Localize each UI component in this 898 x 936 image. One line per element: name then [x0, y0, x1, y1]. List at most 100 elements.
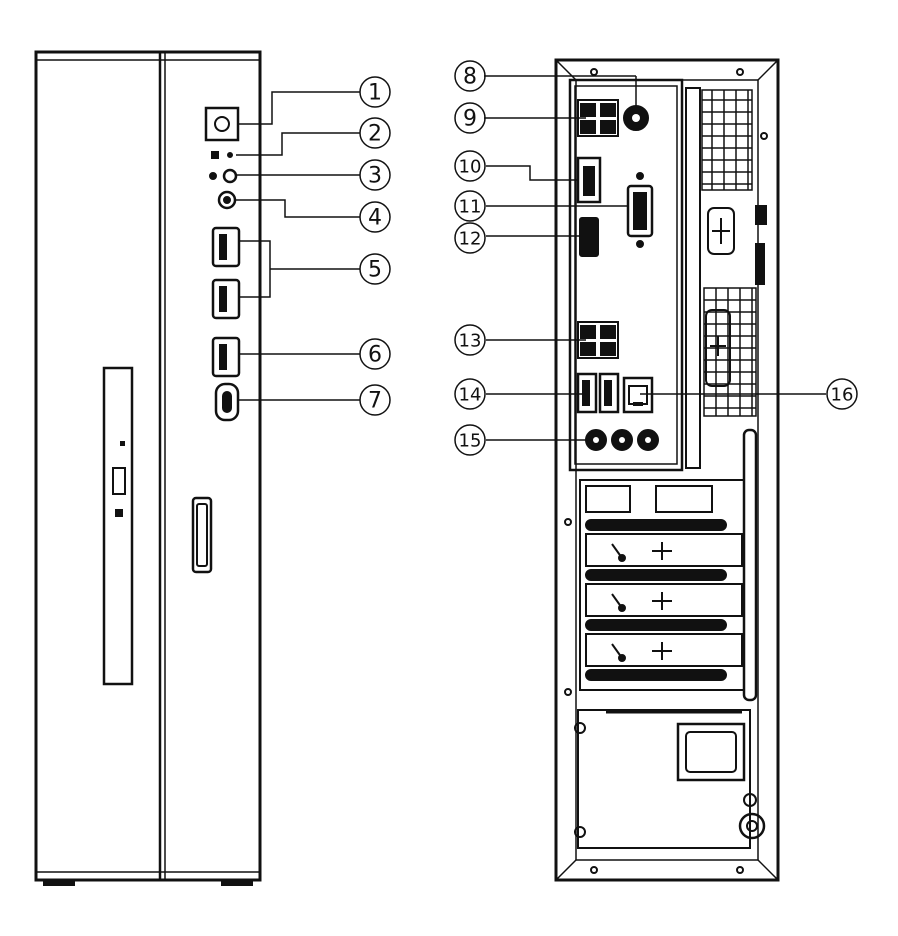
- rear-screw-side: [760, 132, 768, 140]
- expansion-slot-cover-2: [585, 583, 743, 617]
- rear-usb-mid-a: [580, 325, 596, 339]
- corner-bevel-br: [757, 859, 779, 881]
- microphone-jack-center: [223, 196, 231, 204]
- callout-10-label: 10: [459, 157, 482, 178]
- card-reader-slot-inner: [196, 503, 208, 567]
- rear-usb-top-c: [580, 120, 596, 134]
- rear-screw-left-2: [564, 688, 572, 696]
- callout-9-circle: [454, 102, 486, 134]
- callout-7-label: 7: [368, 389, 382, 414]
- io-shield: [568, 78, 684, 472]
- optical-drive-light: [120, 441, 125, 446]
- side-rail: [685, 87, 701, 469]
- rear-usb3-port-a-tongue: [582, 380, 590, 406]
- rear-usb-top-a: [580, 103, 596, 117]
- callout-12-label: 12: [459, 229, 482, 250]
- indicator-dot: [227, 152, 233, 158]
- audio-jack-1-hole: [593, 437, 599, 443]
- side-latch-bar: [742, 428, 758, 702]
- psu-screw-1: [574, 722, 586, 734]
- psu-fan-screw-center: [746, 820, 758, 832]
- callout-1-label: 1: [368, 81, 382, 106]
- headset-jack: [222, 168, 238, 184]
- audio-jack-3-hole: [645, 437, 651, 443]
- front-usb-port-3: [211, 336, 241, 378]
- front-usb-c-port-inner: [222, 391, 232, 413]
- ethernet-port-latch: [633, 402, 643, 406]
- front-chassis: [34, 50, 262, 882]
- callout-7-circle: [359, 384, 391, 416]
- lower-lock-slot: [705, 309, 731, 387]
- expansion-slot-cover-1: [585, 533, 743, 567]
- optical-drive-eject-hole: [115, 509, 123, 517]
- vga-connector: [626, 184, 654, 238]
- vga-connector-inner: [633, 192, 647, 230]
- rear-usb-top-b: [600, 103, 616, 117]
- callout-8-label: 8: [463, 65, 477, 90]
- psu-fan-screw: [738, 812, 766, 840]
- callout-10-circle: [454, 150, 486, 182]
- optical-drive-eject-button: [112, 467, 126, 495]
- rear-screw-left: [564, 518, 572, 526]
- callout-15-label: 15: [459, 431, 482, 452]
- slot-bracket-top-2: [655, 485, 713, 513]
- callout-2-label: 2: [368, 122, 382, 147]
- callout-12-circle: [454, 222, 486, 254]
- expansion-slot-divider-4: [585, 669, 727, 681]
- optical-drive-bay: [102, 366, 134, 686]
- leader-line-1: [238, 91, 360, 125]
- audio-jack-2-hole: [619, 437, 625, 443]
- fan-vent-grille: [701, 89, 753, 191]
- vga-screw-bottom: [636, 240, 644, 248]
- rear-screw-top-left: [590, 68, 598, 76]
- callout-11-label: 11: [459, 197, 482, 218]
- callout-8-circle: [454, 60, 486, 92]
- rear-usb-mid-b: [600, 325, 616, 339]
- callout-4-circle: [359, 201, 391, 233]
- expansion-slot-divider-1: [585, 519, 727, 531]
- rear-usb-top-d: [600, 120, 616, 134]
- corner-bevel-bl: [555, 859, 577, 881]
- power-button-icon: [214, 116, 230, 132]
- callout-15-circle: [454, 424, 486, 456]
- power-inlet-socket: [685, 731, 737, 773]
- psu-screw-3: [743, 793, 757, 807]
- callout-2-circle: [359, 117, 391, 149]
- callout-5-label: 5: [368, 258, 382, 283]
- slot-screw-icons: [611, 542, 672, 662]
- front-foot-left: [43, 879, 75, 886]
- side-tab: [755, 243, 765, 285]
- callout-16-circle: [826, 378, 858, 410]
- corner-bevel-tl: [555, 59, 577, 81]
- hdmi-connector: [579, 217, 599, 257]
- callout-14-label: 14: [459, 385, 482, 406]
- slot-bracket-top: [585, 485, 631, 513]
- leader-line-2: [236, 132, 360, 156]
- expansion-slot-cover-3: [585, 633, 743, 667]
- front-usb-port-1: [211, 226, 241, 268]
- security-lock-slot: [707, 207, 735, 255]
- expansion-slot-divider-2: [585, 569, 727, 581]
- leader-line-10: [486, 165, 578, 181]
- headset-jack-icon-ring: [209, 172, 217, 180]
- front-usb-port-3-tongue: [219, 344, 227, 370]
- leader-line-4: [235, 199, 360, 218]
- rear-screw-bottom-right: [736, 866, 744, 874]
- card-reader-slot: [191, 496, 213, 574]
- displayport-connector-inner: [583, 166, 595, 196]
- psu-screw-2: [574, 826, 586, 838]
- callout-5-circle: [359, 253, 391, 285]
- callout-6-label: 6: [368, 343, 382, 368]
- rear-screw-top-right: [736, 68, 744, 76]
- kensington-slot: [755, 205, 767, 225]
- drive-activity-light: [211, 151, 219, 159]
- rear-view: [454, 58, 858, 882]
- power-button: [204, 106, 240, 142]
- callout-13-label: 13: [459, 331, 482, 352]
- front-view: [34, 50, 391, 886]
- callout-13-circle: [454, 324, 486, 356]
- corner-bevel-tr: [757, 59, 779, 81]
- callout-4-label: 4: [368, 206, 382, 231]
- io-shield-inner: [574, 85, 678, 465]
